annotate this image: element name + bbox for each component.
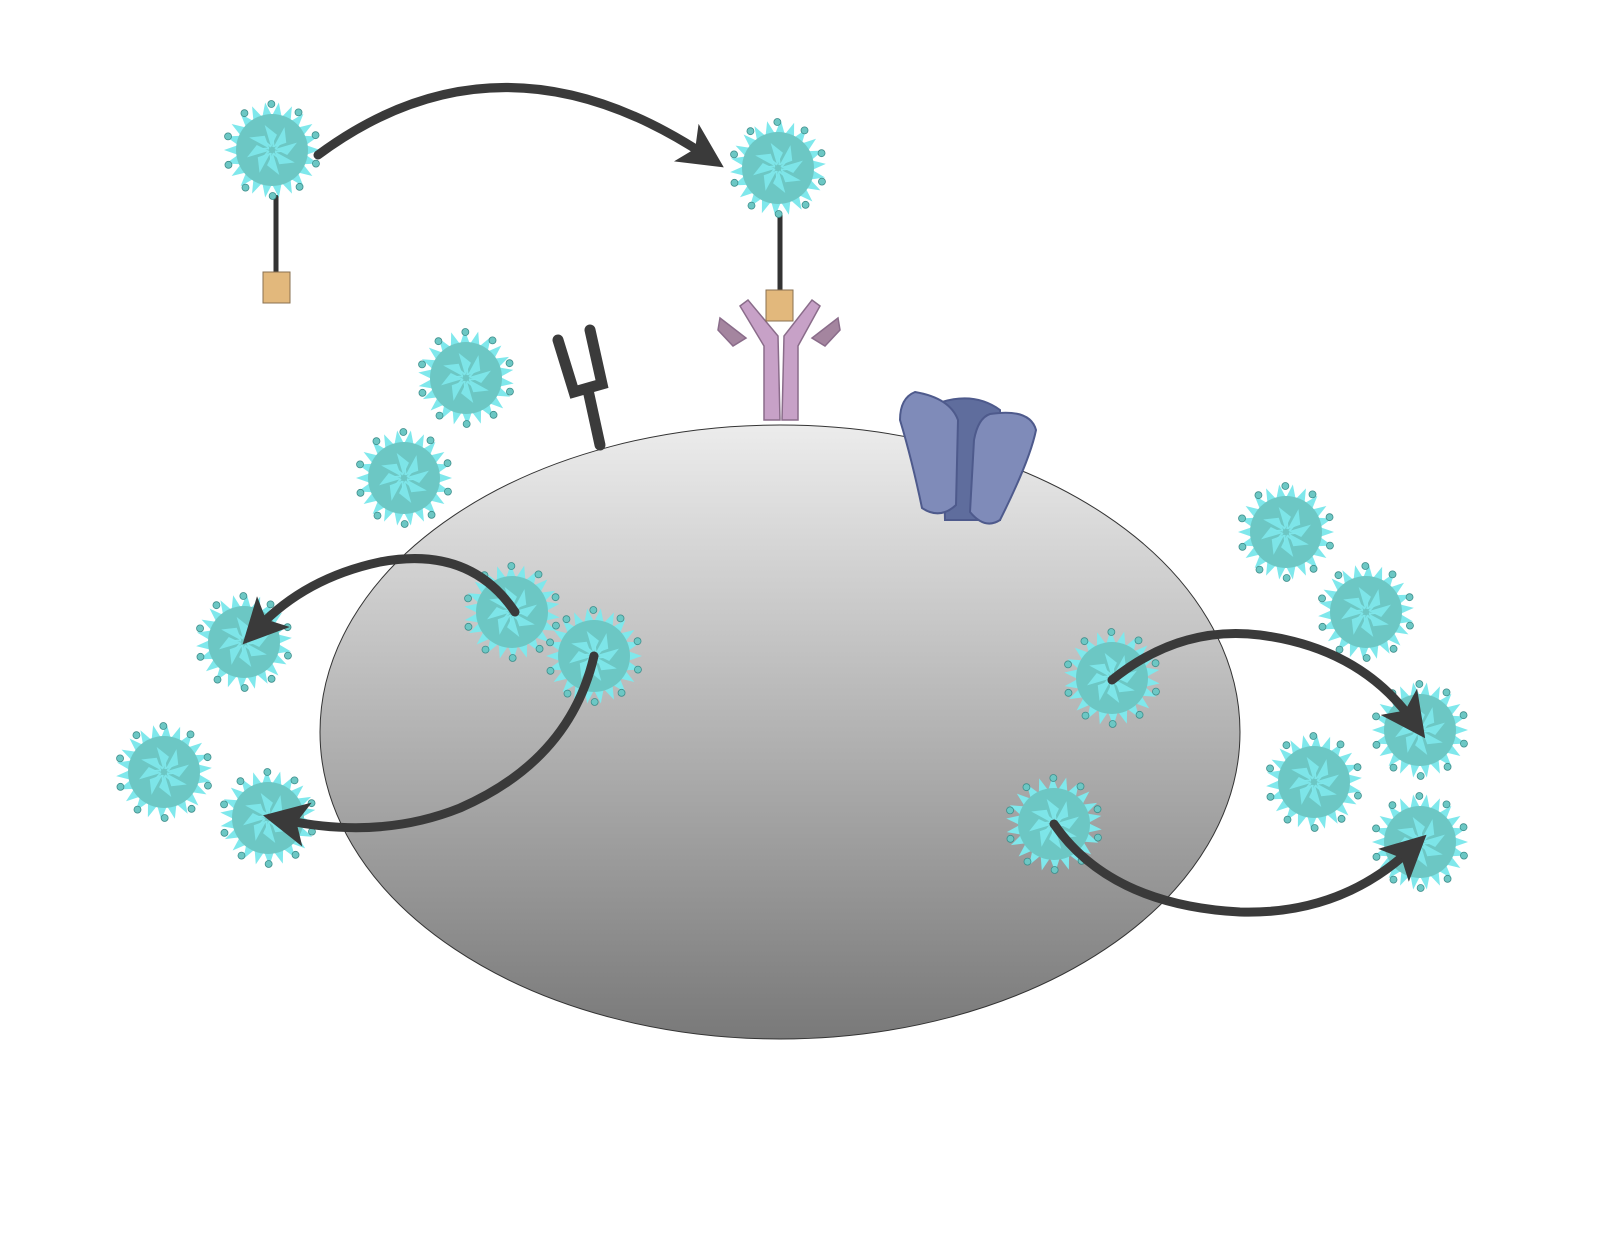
virus-particle bbox=[220, 768, 316, 868]
virus-particle bbox=[1238, 482, 1334, 582]
tag-stalks bbox=[262, 195, 794, 322]
tag-square bbox=[765, 289, 794, 322]
virus-particle bbox=[418, 328, 514, 428]
virus-particle bbox=[1372, 792, 1468, 892]
curved-arrow bbox=[1049, 819, 1427, 917]
virus-particle bbox=[224, 100, 320, 200]
virus-particle bbox=[356, 428, 452, 528]
tag-square bbox=[262, 271, 291, 304]
y-receptor bbox=[552, 324, 609, 451]
curved-arrow bbox=[262, 651, 599, 847]
curved-arrow bbox=[313, 83, 724, 168]
antibody bbox=[717, 298, 841, 421]
ion-channel bbox=[898, 390, 1038, 525]
virus-particle bbox=[116, 722, 212, 822]
virus-particle bbox=[1266, 732, 1362, 832]
cell-body bbox=[319, 424, 1241, 1040]
virus-particle bbox=[1318, 562, 1414, 662]
virus-particle bbox=[1064, 628, 1160, 728]
virus-particle bbox=[730, 118, 826, 218]
curved-arrow bbox=[1107, 628, 1426, 739]
curved-arrow bbox=[242, 554, 520, 645]
